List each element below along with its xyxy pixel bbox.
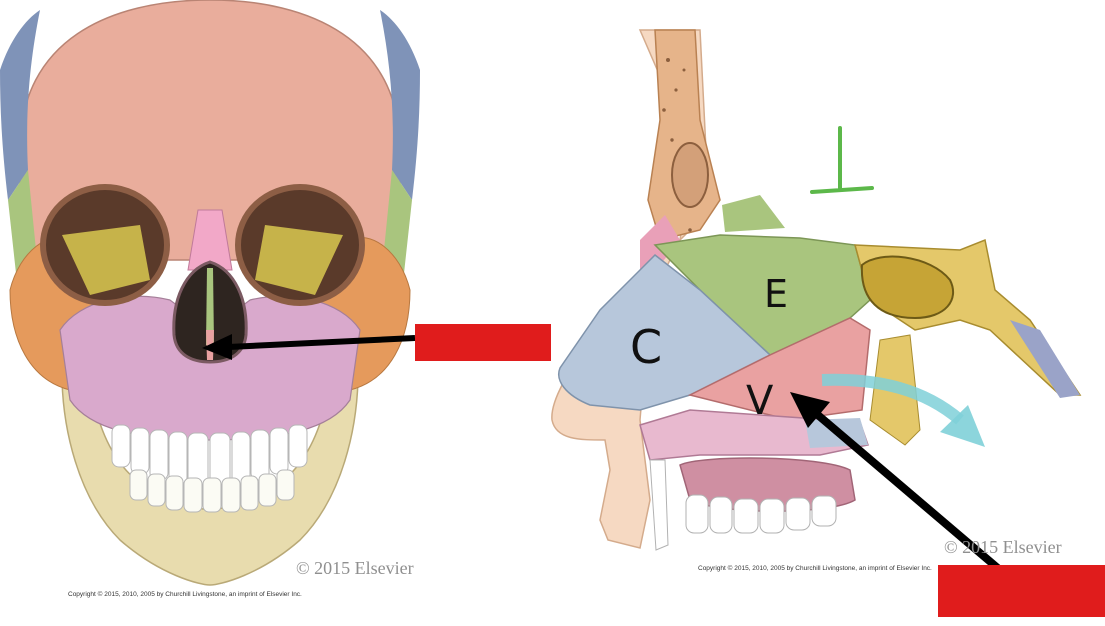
handwritten-green-mark [810,126,874,194]
lower-teeth [129,469,295,513]
handwritten-letter-v: V [746,378,774,424]
orbit-right-sphenoid [255,225,343,295]
orbit-left-sphenoid [62,225,150,295]
copyright-left: Copyright © 2015, 2010, 2005 by Churchil… [68,591,302,598]
watermark-left: © 2015 Elsevier [296,558,414,578]
frontal-sinus [671,142,709,208]
vomer [687,317,871,421]
sphenoid-sinus [860,255,955,320]
frontal-bone-sagittal [647,29,721,241]
spongy-dots [662,58,692,232]
skull-anterior-illustration [0,0,551,586]
crista-galli [722,195,785,232]
basi-occiput [1010,320,1080,398]
label-box-right[interactable] [938,565,1105,617]
black-arrow-icon [790,392,1003,574]
parietal-right [380,10,420,200]
watermark-right: © 2015 Elsevier [944,537,1062,557]
handwritten-letter-c: C [630,320,663,374]
sagittal-teeth [649,459,837,551]
airflow-arrow-head [940,405,985,447]
label-box-left[interactable] [415,324,551,361]
black-arrow-icon [202,334,416,360]
copyright-right: Copyright © 2015, 2010, 2005 by Churchil… [698,565,932,572]
nasal-septum [206,268,214,345]
upper-teeth [111,424,308,489]
parietal-left [0,10,40,200]
handwritten-letter-e: E [764,272,789,316]
nasal-bone [187,209,233,271]
airflow-arrow-icon [821,373,964,425]
